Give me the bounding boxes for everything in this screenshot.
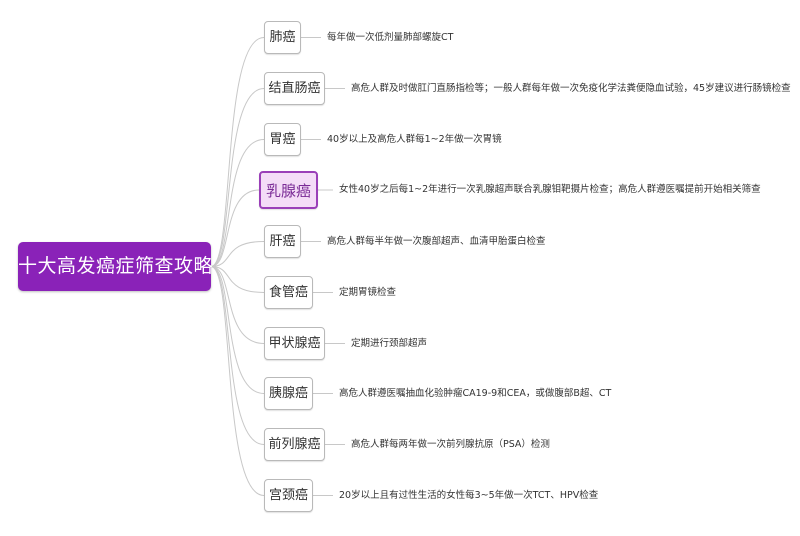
connector-root-to-branch-node-liver	[210, 241, 265, 267]
branch-desc-liver: 高危人群每半年做一次腹部超声、血清甲胎蛋白检查	[327, 236, 546, 247]
branch-node-cervical[interactable]: 宫颈癌	[264, 479, 313, 512]
connector-root-to-branch-node-prostate	[210, 266, 265, 445]
connector-root-to-branch-node-cervical	[210, 266, 265, 496]
connector-root-to-branch-node-breast	[210, 189, 260, 267]
branch-node-pancreas[interactable]: 胰腺癌	[264, 377, 313, 410]
branch-node-prostate[interactable]: 前列腺癌	[264, 428, 325, 461]
branch-desc-breast: 女性40岁之后每1~2年进行一次乳腺超声联合乳腺钼靶摄片检查；高危人群遵医嘱提前…	[339, 184, 761, 195]
branch-node-breast[interactable]: 乳腺癌	[259, 171, 318, 209]
mind-map-root[interactable]: 十大高发癌症筛查攻略	[18, 242, 213, 291]
connector-root-to-branch-node-pancreas	[210, 266, 265, 394]
branch-node-thyroid[interactable]: 甲状腺癌	[264, 327, 325, 360]
branch-desc-pancreas: 高危人群遵医嘱抽血化验肿瘤CA19-9和CEA，或做腹部B超、CT	[339, 388, 612, 399]
branch-node-esophagus[interactable]: 食管癌	[264, 276, 313, 309]
branch-desc-lung: 每年做一次低剂量肺部螺旋CT	[327, 32, 454, 43]
branch-node-colorectal[interactable]: 结直肠癌	[264, 72, 325, 105]
branch-node-liver[interactable]: 肝癌	[264, 225, 301, 258]
branch-node-stomach[interactable]: 胃癌	[264, 123, 301, 156]
branch-desc-prostate: 高危人群每两年做一次前列腺抗原（PSA）检测	[351, 439, 550, 450]
connector-root-to-branch-node-thyroid	[210, 266, 265, 344]
branch-desc-esophagus: 定期胃镜检查	[339, 287, 397, 298]
branch-desc-stomach: 40岁以上及高危人群每1~2年做一次胃镜	[327, 134, 502, 145]
connector-root-to-branch-node-esophagus	[210, 266, 265, 293]
connector-root-to-branch-node-lung	[210, 37, 265, 267]
branch-desc-colorectal: 高危人群及时做肛门直肠指检等；一般人群每年做一次免疫化学法粪便隐血试验，45岁建…	[351, 83, 791, 94]
branch-node-lung[interactable]: 肺癌	[264, 21, 301, 54]
connector-root-to-branch-node-stomach	[210, 139, 265, 267]
connector-root-to-branch-node-colorectal	[210, 88, 265, 267]
branch-desc-thyroid: 定期进行颈部超声	[351, 338, 428, 349]
branch-desc-cervical: 20岁以上且有过性生活的女性每3~5年做一次TCT、HPV检查	[339, 490, 599, 501]
